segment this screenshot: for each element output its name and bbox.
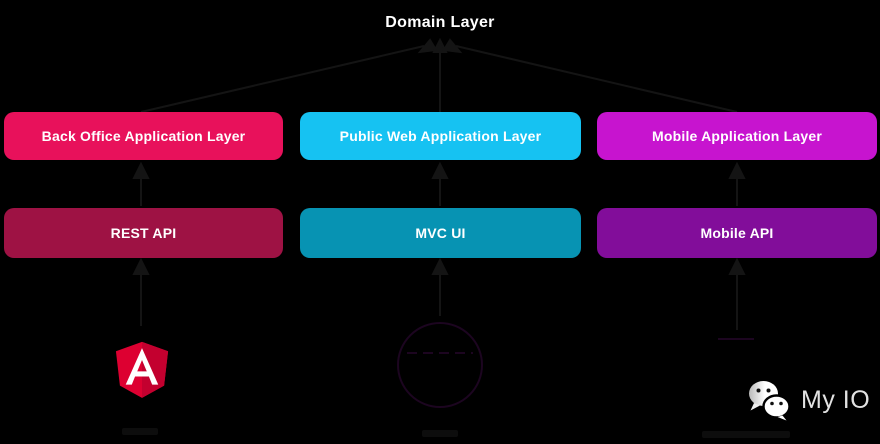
box-mobile-application-layer: Mobile Application Layer bbox=[597, 112, 877, 160]
hidden-caption bbox=[422, 430, 458, 437]
watermark-text: My IO bbox=[801, 385, 871, 414]
box-rest-api: REST API bbox=[4, 208, 283, 258]
box-label: Back Office Application Layer bbox=[41, 128, 246, 144]
box-label: Mobile API bbox=[700, 225, 774, 241]
hidden-caption bbox=[702, 431, 790, 438]
hidden-logo-middle bbox=[397, 322, 483, 408]
box-mobile-api: Mobile API bbox=[597, 208, 877, 258]
box-label: Mobile Application Layer bbox=[652, 128, 822, 144]
box-back-office-application-layer: Back Office Application Layer bbox=[4, 112, 283, 160]
watermark: My IO bbox=[746, 379, 870, 421]
wechat-icon bbox=[749, 381, 791, 421]
hidden-logo-right bbox=[718, 338, 754, 340]
box-label: MVC UI bbox=[415, 225, 466, 241]
box-public-web-application-layer: Public Web Application Layer bbox=[300, 112, 581, 160]
box-mvc-ui: MVC UI bbox=[300, 208, 581, 258]
box-label: REST API bbox=[110, 225, 177, 241]
angular-logo bbox=[115, 341, 169, 398]
hidden-caption bbox=[122, 428, 158, 435]
diagram-title: Domain Layer bbox=[385, 14, 495, 31]
box-label: Public Web Application Layer bbox=[339, 128, 542, 144]
